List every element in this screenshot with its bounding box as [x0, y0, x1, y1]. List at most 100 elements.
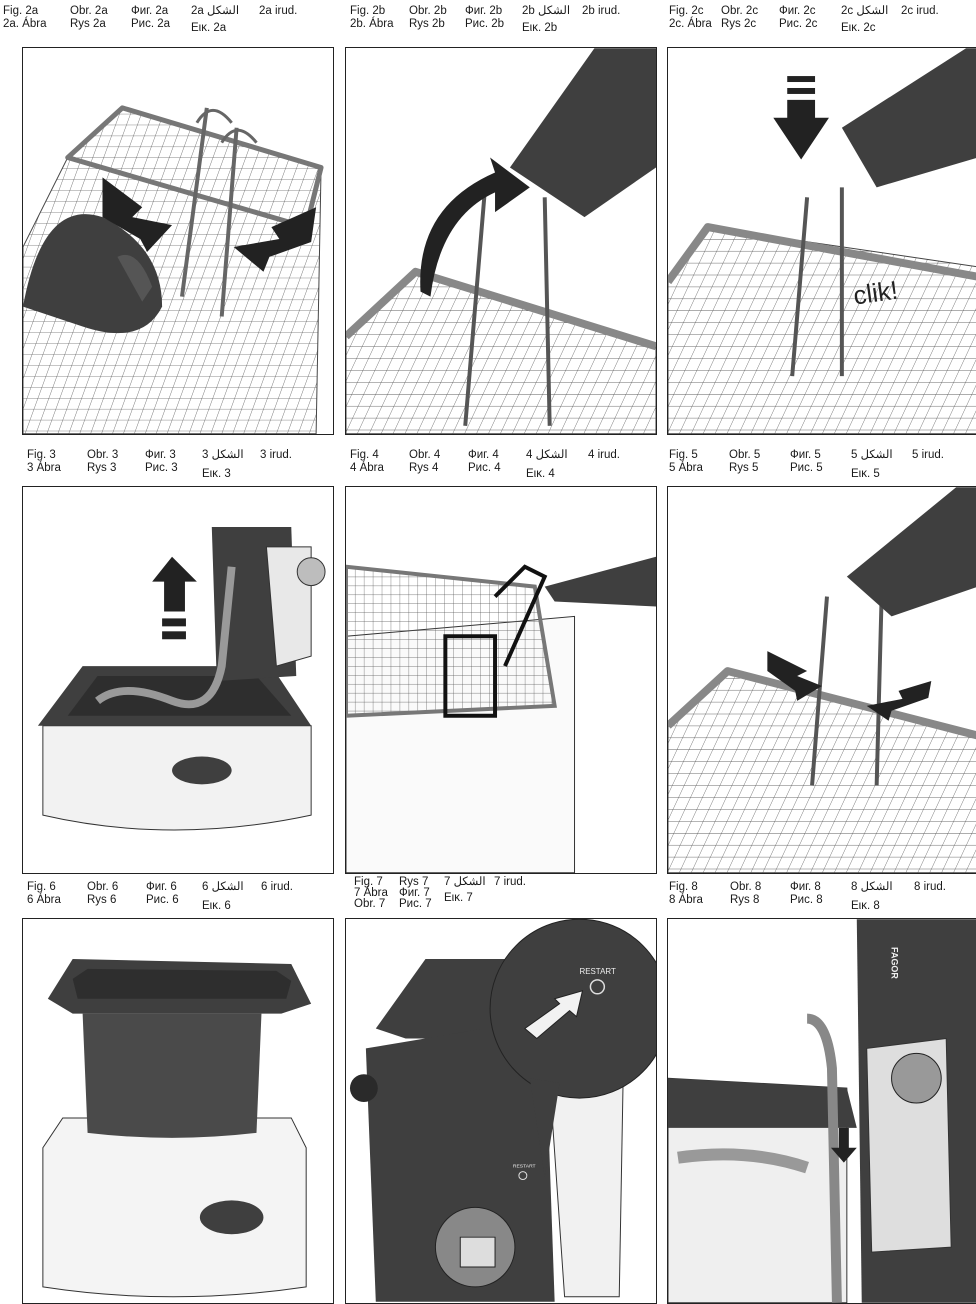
caption-text: Рис. 5 — [790, 462, 823, 474]
caption-text: Εικ. 5 — [851, 468, 880, 480]
basket-handle-click-illustration: clik! — [668, 48, 976, 434]
figure-6-panel — [22, 918, 334, 1304]
caption-text: 3 irud. — [260, 449, 292, 461]
caption-text: Рис. 7 — [399, 898, 432, 910]
caption-text: Fig. 2b — [350, 5, 385, 17]
caption-fig-2a: Fig. 2a Obr. 2a Фиг. 2a 2a الشكل 2a irud… — [3, 5, 323, 35]
figure-4-panel — [345, 486, 657, 874]
caption-text: 5 Ábra — [669, 462, 703, 474]
caption-text: Εικ. 7 — [444, 892, 473, 904]
caption-text: 4 irud. — [588, 449, 620, 461]
figure-8-panel: FAGOR — [667, 918, 976, 1304]
caption-text: 2a. Ábra — [3, 18, 46, 30]
basket-handle-raise-illustration — [346, 48, 656, 434]
caption-fig-2c: Fig. 2c Obr. 2c Фиг. 2c 2c الشكل 2c irud… — [669, 5, 969, 35]
caption-text: Rys 3 — [87, 462, 116, 474]
caption-text: Εικ. 6 — [202, 900, 231, 912]
figure-3-panel — [22, 486, 334, 874]
basket-hook-illustration — [346, 487, 656, 873]
caption-text: 5 irud. — [912, 449, 944, 461]
caption-text: Рис. 6 — [146, 894, 179, 906]
basket-handle-detach-illustration — [668, 487, 976, 873]
caption-fig-5: Fig. 5 Obr. 5 Фиг. 5 5 الشكل 5 irud. 5 Á… — [669, 449, 969, 483]
caption-text: 8 Ábra — [669, 894, 703, 906]
figure-2b-panel — [345, 47, 657, 435]
caption-fig-3: Fig. 3 Obr. 3 Фиг. 3 3 الشكل 3 irud. 3 Á… — [27, 449, 327, 483]
caption-text: Рис. 3 — [145, 462, 178, 474]
caption-text: 2b. Ábra — [350, 18, 393, 30]
caption-text: Фиг. 3 — [145, 449, 176, 461]
caption-text: 4 Ábra — [350, 462, 384, 474]
caption-text: Εικ. 8 — [851, 900, 880, 912]
figure-5-panel — [667, 486, 976, 874]
caption-text: Obr. 3 — [87, 449, 118, 461]
restart-label-small: RESTART — [513, 1164, 536, 1170]
caption-fig-4: Fig. 4 Obr. 4 Фиг. 4 4 الشكل 4 irud. 4 Á… — [350, 449, 650, 483]
caption-text: Rys 6 — [87, 894, 116, 906]
caption-text: Fig. 5 — [669, 449, 698, 461]
caption-text: 4 الشكل — [526, 449, 568, 461]
caption-text: Fig. 8 — [669, 881, 698, 893]
caption-text: 3 الشكل — [202, 449, 244, 461]
caption-text: Rys 8 — [730, 894, 759, 906]
caption-text: Rys 5 — [729, 462, 758, 474]
restart-label-zoom: RESTART — [579, 967, 615, 976]
caption-text: 5 الشكل — [851, 449, 893, 461]
caption-text: 8 الشكل — [851, 881, 893, 893]
figure-2c-panel: clik! — [667, 47, 976, 435]
caption-text: Εικ. 3 — [202, 468, 231, 480]
arrow-up-icon — [152, 557, 197, 612]
caption-fig-2b: Fig. 2b Obr. 2b Фиг. 2b 2b الشكل 2b irud… — [350, 5, 650, 35]
heating-element-removal-illustration — [23, 487, 333, 873]
caption-text: Рис. 2c — [779, 18, 817, 30]
caption-text: Fig. 6 — [27, 881, 56, 893]
caption-text: Фиг. 8 — [790, 881, 821, 893]
caption-text: 2b الشكل — [522, 5, 570, 17]
caption-text: Obr. 2a — [70, 5, 108, 17]
caption-text: Фиг. 6 — [146, 881, 177, 893]
caption-text: 7 الشكل — [444, 876, 486, 888]
caption-text: Fig. 3 — [27, 449, 56, 461]
caption-text: 2a irud. — [259, 5, 297, 17]
caption-text: 2b irud. — [582, 5, 620, 17]
restart-button-illustration: RESTART RESTART — [346, 919, 656, 1303]
caption-text: Εικ. 4 — [526, 468, 555, 480]
caption-text: 3 Ábra — [27, 462, 61, 474]
caption-fig-6: Fig. 6 Obr. 6 Фиг. 6 6 الشكل 6 irud. 6 Á… — [27, 881, 327, 915]
caption-text: Фиг. 2b — [465, 5, 502, 17]
caption-text: Рис. 8 — [790, 894, 823, 906]
caption-text: Фиг. 5 — [790, 449, 821, 461]
oil-tank-illustration — [23, 919, 333, 1303]
caption-text: Фиг. 4 — [468, 449, 499, 461]
arrow-down-icon — [773, 100, 829, 160]
caption-text: Фиг. 2c — [779, 5, 816, 17]
caption-text: Rys 2b — [409, 18, 445, 30]
caption-text: Fig. 4 — [350, 449, 379, 461]
caption-text: 7 irud. — [494, 876, 526, 888]
caption-text: Rys 2c — [721, 18, 756, 30]
caption-text: 6 Ábra — [27, 894, 61, 906]
caption-text: Εικ. 2b — [522, 22, 557, 34]
caption-text: Obr. 6 — [87, 881, 118, 893]
caption-text: Fig. 2c — [669, 5, 704, 17]
caption-text: Obr. 2c — [721, 5, 758, 17]
caption-text: 2a الشكل — [191, 5, 239, 17]
caption-text: Obr. 4 — [409, 449, 440, 461]
caption-text: 2c الشكل — [841, 5, 888, 17]
arrow-down-bar-icon — [787, 76, 815, 82]
caption-text: Рис. 4 — [468, 462, 501, 474]
figure-7-panel: RESTART RESTART — [345, 918, 657, 1304]
caption-text: Rys 2a — [70, 18, 106, 30]
caption-text: 2c irud. — [901, 5, 939, 17]
caption-text: Рис. 2b — [465, 18, 504, 30]
caption-text: 6 irud. — [261, 881, 293, 893]
caption-text: Εικ. 2c — [841, 22, 876, 34]
caption-text: 6 الشكل — [202, 881, 244, 893]
caption-text: 2c. Ábra — [669, 18, 712, 30]
caption-text: Obr. 2b — [409, 5, 447, 17]
caption-text: Rys 4 — [409, 462, 438, 474]
figure-2a-panel — [22, 47, 334, 435]
caption-text: Fig. 2a — [3, 5, 38, 17]
caption-text: Εικ. 2a — [191, 22, 226, 34]
caption-text: Obr. 7 — [354, 898, 385, 910]
